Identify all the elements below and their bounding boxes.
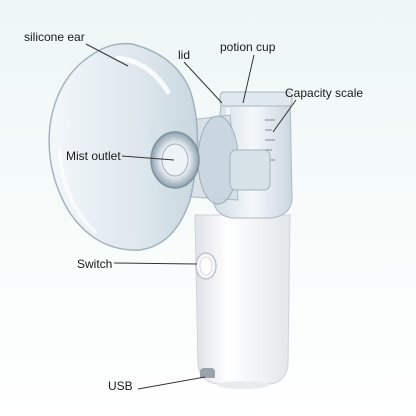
leader-capacity-scale bbox=[272, 99, 297, 133]
label-capacity-scale: Capacity scale bbox=[285, 86, 364, 100]
label-potion-cup: potion cup bbox=[220, 40, 276, 54]
leader-usb bbox=[137, 376, 206, 390]
switch-button bbox=[195, 252, 217, 280]
label-silicone-ear: silicone ear bbox=[24, 30, 85, 44]
mist-outlet-ring bbox=[150, 131, 200, 189]
label-lid: lid bbox=[178, 48, 191, 62]
silicone-mask bbox=[48, 42, 199, 251]
label-usb: USB bbox=[108, 379, 133, 393]
label-mist-outlet: Mist outlet bbox=[66, 149, 121, 163]
leader-lines bbox=[85, 43, 297, 390]
leader-silicone-ear bbox=[85, 43, 129, 67]
leader-switch bbox=[113, 262, 198, 265]
leader-mist-outlet bbox=[121, 155, 175, 161]
leader-lid bbox=[183, 61, 223, 104]
label-switch: Switch bbox=[77, 257, 113, 271]
leader-potion-cup bbox=[242, 54, 255, 104]
device-body bbox=[194, 214, 291, 389]
usb-port bbox=[200, 368, 215, 378]
